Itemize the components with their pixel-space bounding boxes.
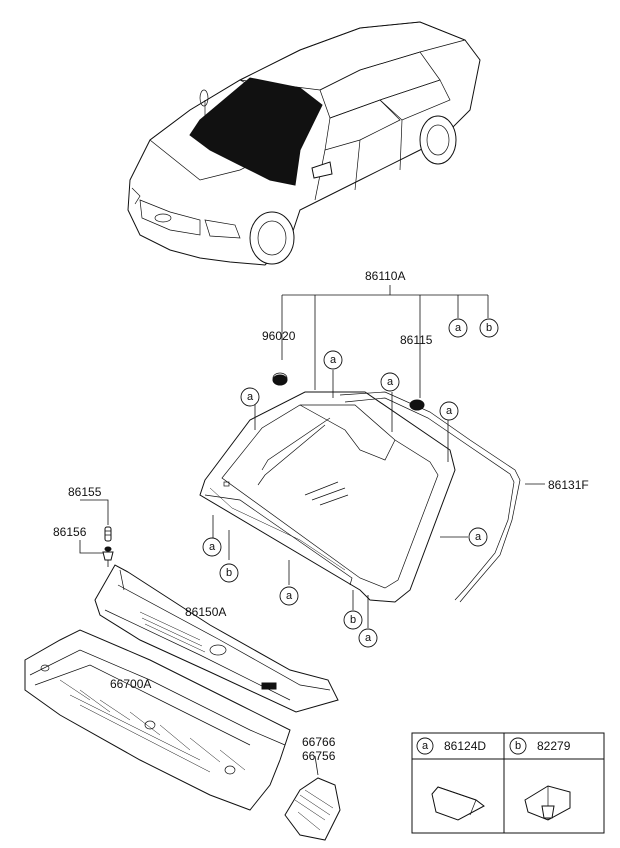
fastener-86156 <box>102 546 114 561</box>
svg-text:a: a <box>209 541 216 553</box>
fastener-86155 <box>104 526 112 542</box>
leader-86110A <box>281 285 489 398</box>
legend-a-pad-shape <box>431 786 485 821</box>
callout-b-1: b <box>479 318 499 338</box>
car-illustration <box>127 21 481 266</box>
legend-table: a 86124D b 82279 <box>411 732 605 834</box>
callout-a-8: a <box>279 586 299 606</box>
callout-a-5: a <box>439 401 459 421</box>
part-label-66766: 66766 <box>302 735 336 749</box>
part-label-86110A: 86110A <box>365 269 405 283</box>
legend-a-header: a 86124D <box>416 737 486 755</box>
svg-text:a: a <box>446 405 453 417</box>
cowl-side-bracket <box>284 777 341 841</box>
svg-text:b: b <box>350 614 356 626</box>
part-label-86115: 86115 <box>400 333 433 347</box>
windshield-glass <box>199 391 456 603</box>
svg-text:b: b <box>226 567 232 579</box>
cowl-panel <box>24 629 291 811</box>
cowl-top-cover <box>94 564 339 713</box>
callout-a-7: a <box>202 537 222 557</box>
svg-text:a: a <box>286 590 293 602</box>
svg-text:86124D: 86124D <box>444 739 486 753</box>
callout-b-2: b <box>219 563 239 583</box>
svg-text:a: a <box>455 322 462 334</box>
callout-b-3: b <box>343 610 363 630</box>
part-label-86156: 86156 <box>53 525 87 539</box>
svg-text:a: a <box>387 376 394 388</box>
part-label-86155: 86155 <box>68 485 102 499</box>
rain-sensor <box>272 372 288 386</box>
svg-text:b: b <box>486 322 492 334</box>
callout-a-9: a <box>358 628 378 648</box>
callout-a-6: a <box>468 527 488 547</box>
mirror-clip <box>409 399 425 411</box>
legend-b-clip-shape <box>524 785 571 821</box>
part-label-66700A: 66700A <box>110 677 151 691</box>
callout-a-4: a <box>240 387 260 407</box>
part-label-96020: 96020 <box>262 329 296 343</box>
svg-text:a: a <box>422 740 429 752</box>
svg-text:a: a <box>475 531 482 543</box>
svg-text:a: a <box>365 632 372 644</box>
svg-text:a: a <box>247 391 254 403</box>
svg-text:82279: 82279 <box>537 739 571 753</box>
svg-text:a: a <box>330 354 337 366</box>
callout-a-1: a <box>448 318 468 338</box>
windshield-molding <box>339 391 521 603</box>
part-label-66756: 66756 <box>302 749 336 763</box>
legend-b-header: b 82279 <box>509 737 571 755</box>
part-label-86131F: 86131F <box>548 478 589 492</box>
svg-text:b: b <box>515 740 521 752</box>
part-label-86150A: 86150A <box>185 605 226 619</box>
callout-a-2: a <box>323 350 343 370</box>
callout-a-3: a <box>380 372 400 392</box>
